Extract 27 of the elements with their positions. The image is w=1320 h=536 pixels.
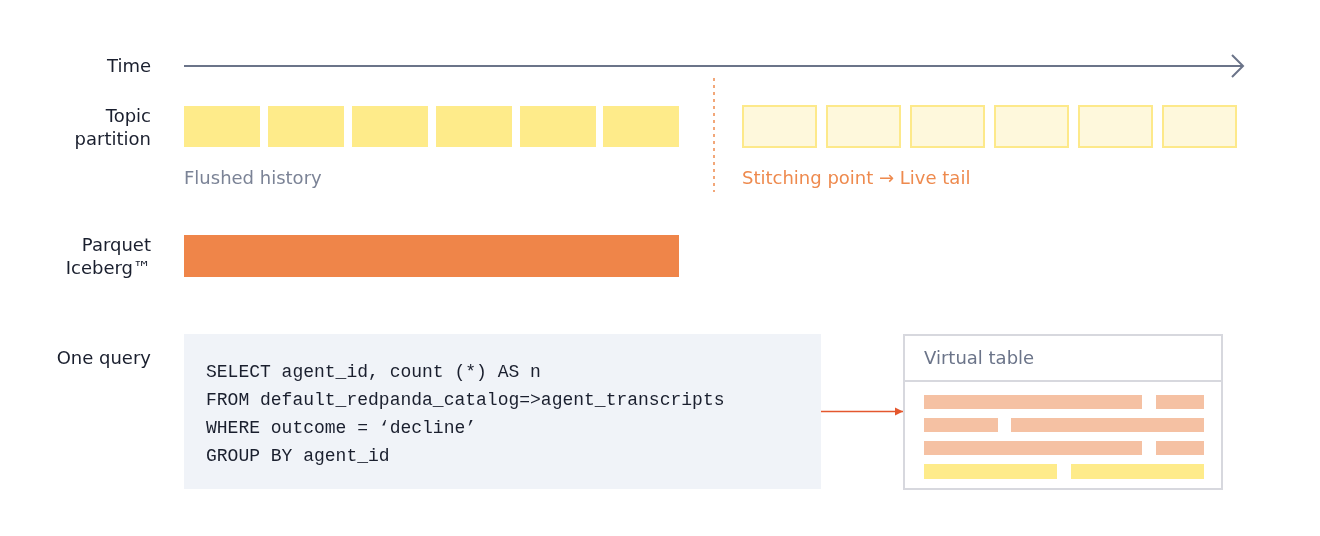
axis-label: Time <box>106 54 151 77</box>
code-line: FROM default_redpanda_catalog=>agent_transcripts <box>206 389 725 412</box>
row-label: One query <box>56 346 151 369</box>
code-line: WHERE outcome = ‘decline’ <box>206 417 477 440</box>
storage-bar <box>184 235 679 277</box>
partition-segment <box>1078 105 1153 148</box>
partition-segment <box>268 106 344 147</box>
code-line: SELECT agent_id, count (*) AS n <box>206 361 541 384</box>
partition-segment <box>184 106 260 147</box>
partition-segment <box>826 105 901 148</box>
caption-text: Stitching point → Live tail <box>742 166 971 189</box>
partition-segment <box>520 106 596 147</box>
partition-segment <box>1162 105 1237 148</box>
row-label: Parquet Iceberg™ <box>65 233 151 279</box>
partition-segment <box>742 105 817 148</box>
arrow <box>820 407 904 416</box>
partition-segment <box>603 106 679 147</box>
code-line: GROUP BY agent_id <box>206 445 390 468</box>
caption-text: Flushed history <box>184 166 322 189</box>
query-panel <box>184 334 821 489</box>
partition-segment <box>436 106 512 147</box>
virtual-table-card <box>903 334 1223 490</box>
partition-segment <box>910 105 985 148</box>
partition-segment <box>352 106 428 147</box>
row-label: Topic partition <box>74 104 151 150</box>
partition-segment <box>994 105 1069 148</box>
table-title: Virtual table <box>924 347 1035 369</box>
